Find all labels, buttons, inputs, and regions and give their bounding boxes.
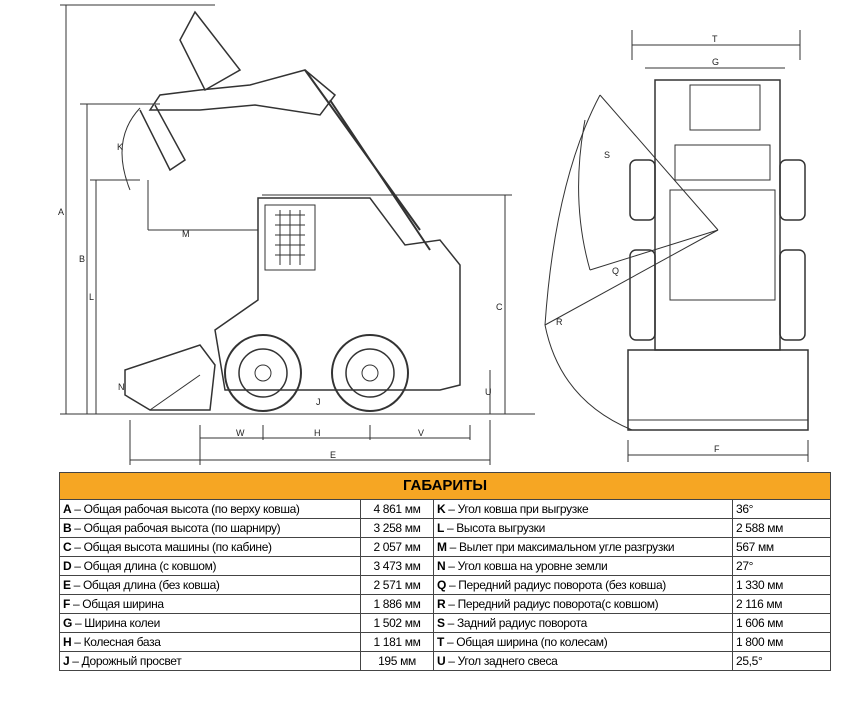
value-left: 1 886 мм — [360, 594, 434, 614]
table-row: A – Общая рабочая высота (по верху ковша… — [59, 499, 832, 519]
value-right: 2 116 мм — [731, 594, 832, 614]
value-right: 36° — [731, 499, 832, 519]
table-row: C – Общая высота машины (по кабине)2 057… — [59, 537, 832, 557]
param-right: K – Угол ковша при выгрузке — [433, 499, 733, 519]
label-N: N — [118, 382, 125, 392]
param-right: S – Задний радиус поворота — [433, 613, 733, 633]
label-Q: Q — [612, 266, 619, 276]
param-left: H – Колесная база — [59, 632, 361, 652]
value-right: 25,5° — [731, 651, 832, 671]
label-F: F — [714, 444, 720, 454]
value-right: 2 588 мм — [731, 518, 832, 538]
param-left: C – Общая высота машины (по кабине) — [59, 537, 361, 557]
param-left: D – Общая длина (с ковшом) — [59, 556, 361, 576]
label-H: H — [314, 428, 321, 438]
dimension-labels: A B K M L C N W H V J U E T G S Q R F — [58, 34, 720, 460]
label-B: B — [79, 254, 85, 264]
param-left: F – Общая ширина — [59, 594, 361, 614]
label-U: U — [485, 387, 492, 397]
label-V: V — [418, 428, 424, 438]
table-row: B – Общая рабочая высота (по шарниру)3 2… — [59, 518, 832, 538]
value-left: 3 258 мм — [360, 518, 434, 538]
label-R: R — [556, 317, 563, 327]
value-left: 2 571 мм — [360, 575, 434, 595]
value-left: 3 473 мм — [360, 556, 434, 576]
label-G: G — [712, 57, 719, 67]
label-C: C — [496, 302, 503, 312]
label-W: W — [236, 428, 245, 438]
label-M: M — [182, 229, 190, 239]
param-left: A – Общая рабочая высота (по верху ковша… — [59, 499, 361, 519]
label-E: E — [330, 450, 336, 460]
value-right: 1 330 мм — [731, 575, 832, 595]
param-left: J – Дорожный просвет — [59, 651, 361, 671]
value-left: 4 861 мм — [360, 499, 434, 519]
label-A: A — [58, 207, 64, 217]
param-left: G – Ширина колеи — [59, 613, 361, 633]
param-left: E – Общая длина (без ковша) — [59, 575, 361, 595]
label-J: J — [316, 397, 321, 407]
value-right: 1 606 мм — [731, 613, 832, 633]
param-right: U – Угол заднего свеса — [433, 651, 733, 671]
param-right: M – Вылет при максимальном угле разгрузк… — [433, 537, 733, 557]
dimensions-table: ГАБАРИТЫ A – Общая рабочая высота (по ве… — [58, 472, 832, 671]
param-right: N – Угол ковша на уровне земли — [433, 556, 733, 576]
param-right: Q – Передний радиус поворота (без ковша) — [433, 575, 733, 595]
value-left: 1 502 мм — [360, 613, 434, 633]
param-right: T – Общая ширина (по колесам) — [433, 632, 733, 652]
value-right: 1 800 мм — [731, 632, 832, 652]
value-right: 567 мм — [731, 537, 832, 557]
label-T: T — [712, 34, 718, 44]
label-K: K — [117, 142, 123, 152]
label-L: L — [89, 292, 94, 302]
table-title: ГАБАРИТЫ — [58, 472, 832, 500]
param-left: B – Общая рабочая высота (по шарниру) — [59, 518, 361, 538]
value-left: 2 057 мм — [360, 537, 434, 557]
technical-drawing: A B K M L C N W H V J U E T G S Q R F — [58, 4, 809, 465]
label-S: S — [604, 150, 610, 160]
dimension-diagram: A B K M L C N W H V J U E T G S Q R F — [58, 4, 809, 465]
value-left: 195 мм — [360, 651, 434, 671]
value-right: 27° — [731, 556, 832, 576]
value-left: 1 181 мм — [360, 632, 434, 652]
param-right: R – Передний радиус поворота(с ковшом) — [433, 594, 733, 614]
param-right: L – Высота выгрузки — [433, 518, 733, 538]
